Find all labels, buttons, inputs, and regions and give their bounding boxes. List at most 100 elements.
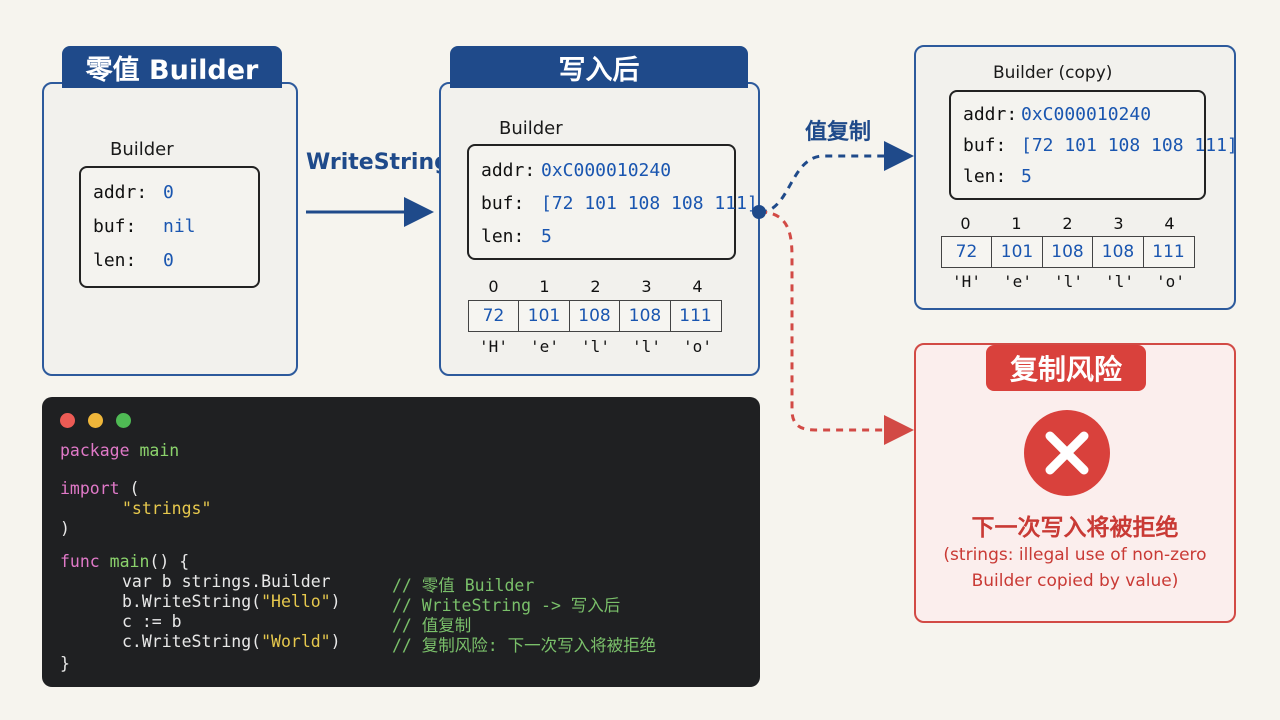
copy-byte-chars: 'H' 'e' 'l' 'l' 'o' [941,272,1196,291]
code-line: var b strings.Builder [122,572,331,591]
code-line: "strings" [122,499,211,518]
code-line: import ( [60,479,139,498]
byte-char: 'e' [1003,272,1032,291]
code-text: () { [149,552,190,571]
code-line: b.WriteString("Hello") [122,592,341,611]
copy-byte-indices: 0 1 2 3 4 [940,214,1195,233]
byte-cell: 101 [518,300,570,332]
copy-struct-label: Builder (copy) [993,63,1113,83]
code-text: var b strings.Builder [122,572,331,591]
code-string: "strings" [122,499,212,518]
code-line: c.WriteString("World") [122,632,341,651]
code-comment: // 零值 Builder [392,576,535,595]
field-value: 0xC000010240 [541,160,672,181]
code-line: c := b [122,612,182,631]
code-string: "Hello" [261,592,331,611]
field-key: buf: [93,216,137,237]
byte-index: 3 [1113,214,1124,233]
byte-cell: 72 [940,236,993,268]
byte-char: 'H' [479,337,508,356]
code-text: } [60,654,70,673]
code-comment: // 值复制 [392,616,472,635]
code-line: ) [60,519,70,538]
byte-char: 'e' [530,337,559,356]
error-x-icon [1024,410,1110,496]
code-comment: // 复制风险: 下一次写入将被拒绝 [392,636,657,655]
zero-struct-label: Builder [110,139,174,160]
field-value: nil [163,216,196,237]
byte-cell: 111 [1142,236,1195,268]
window-minimize-dot [88,413,103,428]
byte-cell: 108 [568,300,621,332]
field-value: [72 101 108 108 111] [1021,135,1238,156]
code-comment: // WriteString -> 写入后 [392,596,621,615]
field-value: 5 [541,226,552,247]
byte-index: 4 [692,277,703,296]
risk-message: 下一次写入将被拒绝 [971,515,1179,541]
field-key: addr: [481,160,536,181]
field-value: 0 [163,250,174,271]
byte-index: 1 [539,277,550,296]
byte-char: 'l' [1105,272,1134,291]
field-value: 0 [163,182,174,203]
field-key: addr: [93,182,148,203]
code-text: main [129,441,180,460]
copy-risk-title: 复制风险 [986,345,1146,391]
code-text: ( [119,479,140,498]
byte-char: 'H' [952,272,981,291]
risk-arrow [759,210,914,445]
after-fields-box: addr:0xC000010240 buf: [72 101 108 108 11… [467,144,758,260]
byte-char: 'l' [1054,272,1083,291]
copy-arrow [759,141,914,214]
field-value: 5 [1021,166,1032,187]
byte-cell: 72 [467,300,520,332]
byte-index: 0 [960,214,971,233]
code-keyword: func [60,552,100,571]
field-key: len: [963,166,1007,187]
field-key: len: [481,226,525,247]
byte-index: 4 [1164,214,1175,233]
field-key: buf: [481,193,525,214]
field-value: [72 101 108 108 111] [541,193,758,214]
risk-detail-line2: Builder copied by value) [971,571,1179,591]
zero-fields-box: addr: 0 buf: nil len: 0 [79,166,260,288]
writestring-arrow-label: WriteString [306,150,450,175]
after-write-title: 写入后 [450,46,748,88]
byte-index: 2 [590,277,601,296]
byte-cell: 108 [1092,236,1144,268]
byte-char: 'l' [632,337,661,356]
code-line: } [60,654,70,673]
copy-byte-cells: 72 101 108 108 111 [940,236,1195,268]
field-key: len: [93,250,137,271]
after-byte-cells: 72 101 108 108 111 [467,300,722,332]
code-keyword: import [60,479,120,498]
code-line: func main() { [60,552,189,571]
window-maximize-dot [116,413,131,428]
byte-char: 'o' [1156,272,1185,291]
after-struct-label: Builder [499,118,563,139]
byte-char: 'l' [581,337,610,356]
zero-value-title: 零值 Builder [62,46,282,88]
code-keyword: package [60,441,130,460]
code-text: b.WriteString( [122,592,262,611]
risk-detail-line1: (strings: illegal use of non-zero [943,545,1207,565]
code-text: c.WriteString( [122,632,262,651]
window-close-dot [60,413,75,428]
byte-index: 0 [488,277,499,296]
byte-cell: 108 [1041,236,1094,268]
copy-fields-box: addr:0xC000010240 buf: [72 101 108 108 11… [949,90,1238,200]
code-text: ) [60,519,70,538]
field-key: buf: [963,135,1007,156]
byte-cell: 111 [669,300,722,332]
copy-arrow-label: 值复制 [805,120,872,145]
after-byte-indices: 0 1 2 3 4 [468,277,723,296]
byte-char: 'o' [683,337,712,356]
field-value: 0xC000010240 [1021,104,1152,125]
code-text: ) [330,592,341,611]
byte-index: 2 [1062,214,1073,233]
byte-index: 3 [641,277,652,296]
code-text: main [99,552,150,571]
byte-index: 1 [1011,214,1022,233]
field-key: addr: [963,104,1018,125]
code-text: ) [330,632,341,651]
